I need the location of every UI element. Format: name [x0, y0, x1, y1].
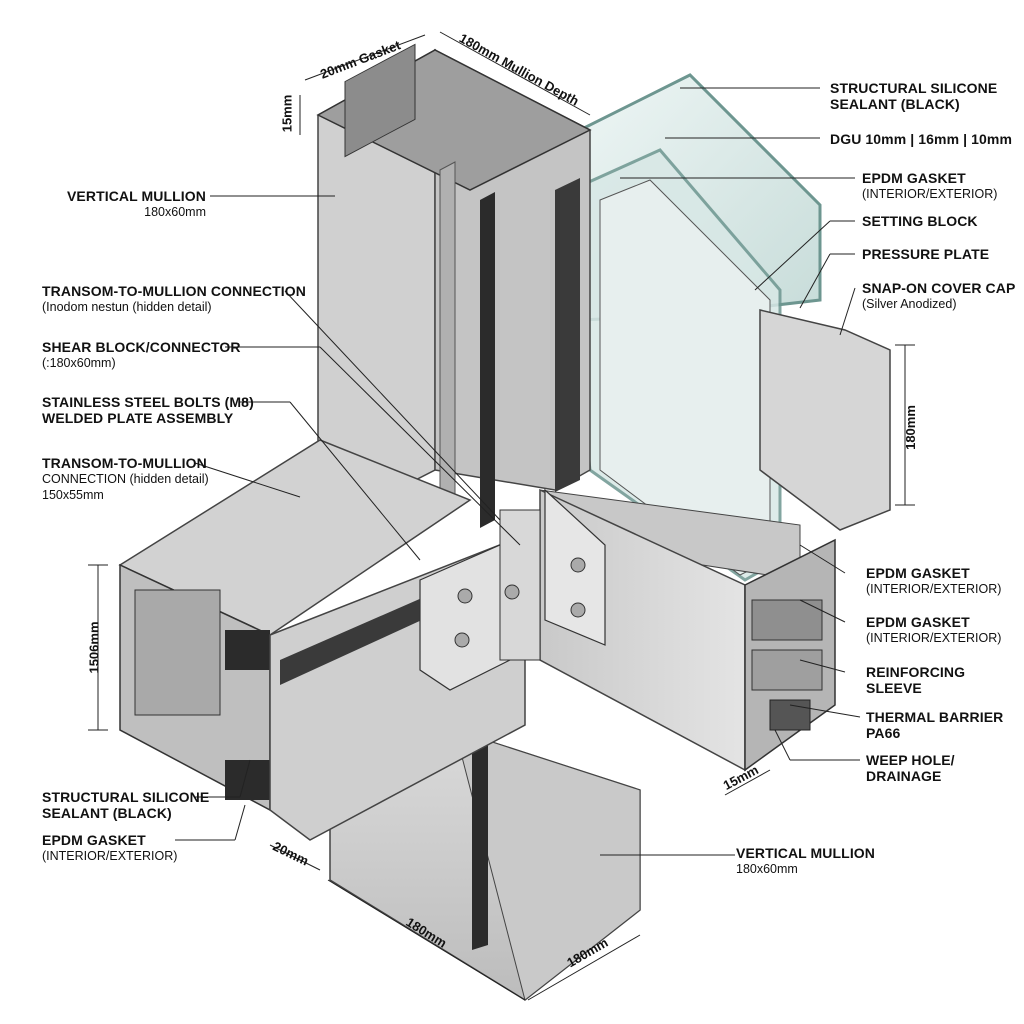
leader-lines [175, 87, 861, 856]
vertical-mullion-lower [329, 729, 641, 1001]
label-epdm-right-2: EPDM GASKET (INTERIOR/EXTERIOR) [866, 614, 1002, 645]
label-pressure-plate: PRESSURE PLATE [862, 246, 990, 262]
label-transom-connection-2: TRANSOM-TO-MULLION CONNECTION (hidden de… [42, 455, 209, 502]
label-thermal: THERMAL BARRIER PA66 [866, 709, 1004, 741]
label-epdm-right-top: EPDM GASKET (INTERIOR/EXTERIOR) [862, 170, 998, 201]
label-reinforcing: REINFORCING SLEEVE [866, 664, 966, 696]
lower-mullion-gasket [472, 745, 488, 950]
label-dgu: DGU 10mm | 16mm | 10mm [830, 131, 1012, 147]
label-vertical-mullion-top: VERTICAL MULLION 180x60mm [66, 188, 206, 219]
label-weep: WEEP HOLE/ DRAINAGE [866, 752, 955, 784]
glass-unit [558, 73, 822, 582]
label-epdm-left: EPDM GASKET (INTERIOR/EXTERIOR) [42, 832, 178, 863]
label-structural-silicone-left: STRUCTURAL SILICONE SEALANT (BLACK) [42, 789, 210, 821]
label-shear-block: SHEAR BLOCK/CONNECTOR (:180x60mm) [42, 339, 241, 370]
label-cover-cap: SNAP-ON COVER CAP (Silver Anodized) [862, 280, 1016, 311]
label-stainless-bolts: STAINLESS STEEL BOLTS (M8) WELDED PLATE … [42, 394, 254, 426]
dimension-lines [88, 31, 915, 1001]
label-structural-silicone-right: STRUCTURAL SILICONE SEALANT (BLACK) [830, 80, 998, 112]
dim-right-180: 180mm [902, 405, 918, 450]
bolt-icon [454, 557, 586, 648]
mullion-gasket-strip [480, 192, 495, 528]
dim-top-15: 15mm [279, 94, 295, 133]
shear-block [419, 488, 606, 691]
label-transom-connection-1: TRANSOM-TO-MULLION CONNECTION (Inodom ne… [42, 283, 306, 314]
label-vertical-mullion-bottom: VERTICAL MULLION 180x60mm [736, 845, 876, 876]
label-setting-block: SETTING BLOCK [862, 213, 978, 229]
label-epdm-right-1: EPDM GASKET (INTERIOR/EXTERIOR) [866, 565, 1002, 596]
dim-left-150: 1506mm [86, 621, 102, 674]
vertical-mullion-upper [316, 43, 592, 532]
